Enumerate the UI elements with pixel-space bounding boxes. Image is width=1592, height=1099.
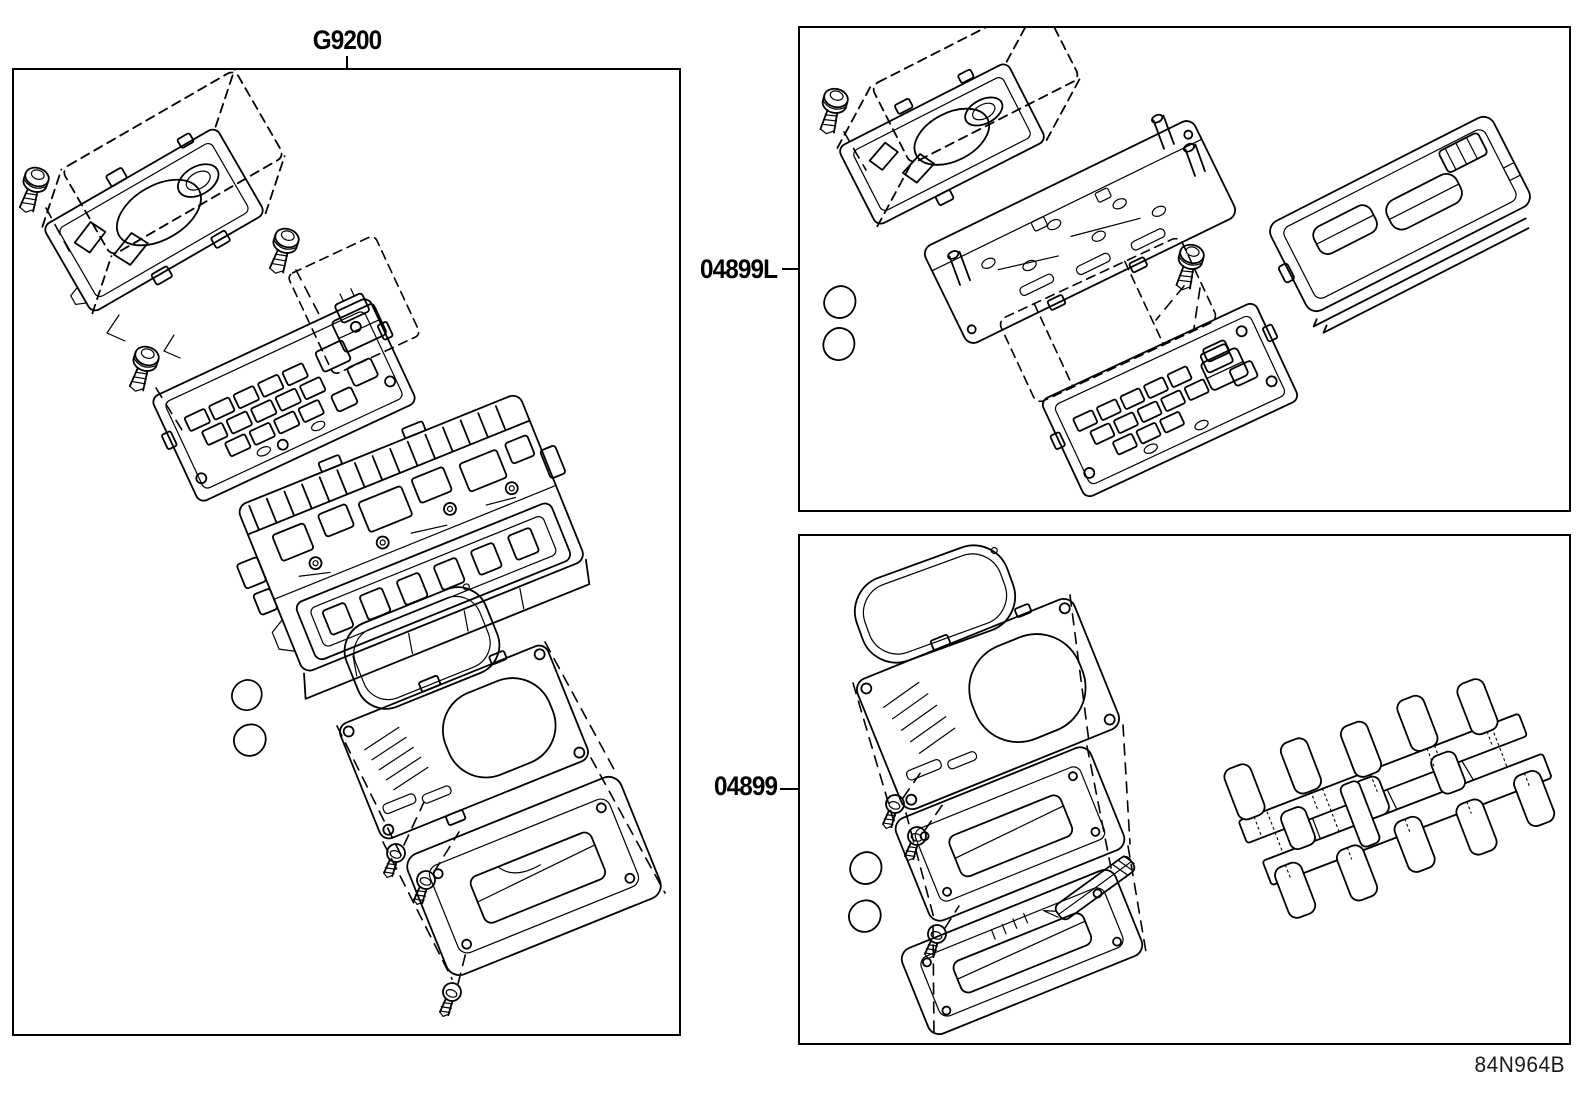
panel-main-assembly	[12, 68, 681, 1036]
relay-block-drawing	[1041, 302, 1299, 498]
exploded-view-upper-kit	[813, 28, 1531, 498]
relay-component-drawing	[1200, 339, 1249, 391]
screw-leader	[403, 801, 425, 846]
insulator-tray-drawing	[1269, 115, 1531, 334]
exploded-view-main-assembly	[14, 70, 666, 1021]
grommet-icon	[845, 896, 885, 936]
flange-bolt-icon	[123, 342, 163, 396]
gasket-drawing	[343, 583, 501, 710]
grommet-icon	[819, 324, 858, 364]
screw-leader	[457, 951, 467, 985]
screw-leader	[924, 803, 944, 831]
projection-lines	[932, 745, 1147, 1035]
flange-bolt-icon	[1169, 241, 1207, 294]
bolt-leader	[1155, 285, 1201, 329]
grommet-icon	[823, 285, 857, 319]
relay-cover-dashed-drawing	[999, 237, 1217, 403]
exploded-view-lower-kit	[845, 544, 1556, 1036]
grommet-icon	[229, 719, 270, 761]
figure-code: 84N964B	[1474, 1052, 1565, 1077]
insulator-separator-drawing	[1223, 678, 1556, 919]
projection-lines	[852, 594, 1131, 923]
service-hole-cover-drawing	[836, 28, 1082, 228]
projection-lines	[336, 641, 666, 980]
bolt-leader	[295, 269, 323, 321]
screw-icon	[433, 979, 465, 1021]
part-number-label-04899l[interactable]: 04899L	[700, 254, 778, 284]
grommet-icon	[849, 851, 883, 885]
relay-block-drawing	[152, 298, 416, 502]
lower-frame-cover-drawing	[856, 597, 1120, 811]
lower-frame-cover-drawing	[339, 644, 589, 840]
middle-pan-drawing	[894, 746, 1126, 922]
cover-feet	[106, 314, 181, 359]
service-hole-cover-drawing	[41, 70, 286, 315]
gasket-drawing	[854, 544, 1016, 664]
label-leader-line	[782, 268, 798, 270]
terminal-plate-drawing	[923, 113, 1237, 344]
screw-icon	[876, 791, 908, 833]
screw-leader	[902, 771, 922, 799]
part-number-label-04899[interactable]: 04899	[714, 771, 778, 801]
lower-pan-drawing	[406, 775, 662, 977]
relay-cover-dashed-drawing	[288, 236, 420, 374]
panel-upper-service-kit	[798, 26, 1571, 512]
part-number-label-g9200[interactable]: G9200	[312, 25, 382, 55]
bolt-leader	[155, 387, 183, 431]
plate-post	[947, 113, 1206, 286]
label-leader-line	[346, 56, 348, 69]
flange-bolt-icon	[263, 224, 303, 278]
inverter-assembly-drawing	[236, 394, 591, 700]
screw-icon	[377, 840, 409, 882]
grommet-icon	[231, 679, 263, 712]
screw-leader	[944, 905, 960, 929]
screw-leader	[433, 831, 460, 873]
panel-lower-service-kit	[798, 534, 1571, 1045]
bracket-drawing	[1042, 855, 1136, 921]
bolt-leader	[45, 207, 73, 257]
lower-pan-drawing	[900, 868, 1144, 1036]
flange-bolt-icon	[813, 85, 851, 138]
label-leader-line	[780, 788, 798, 790]
